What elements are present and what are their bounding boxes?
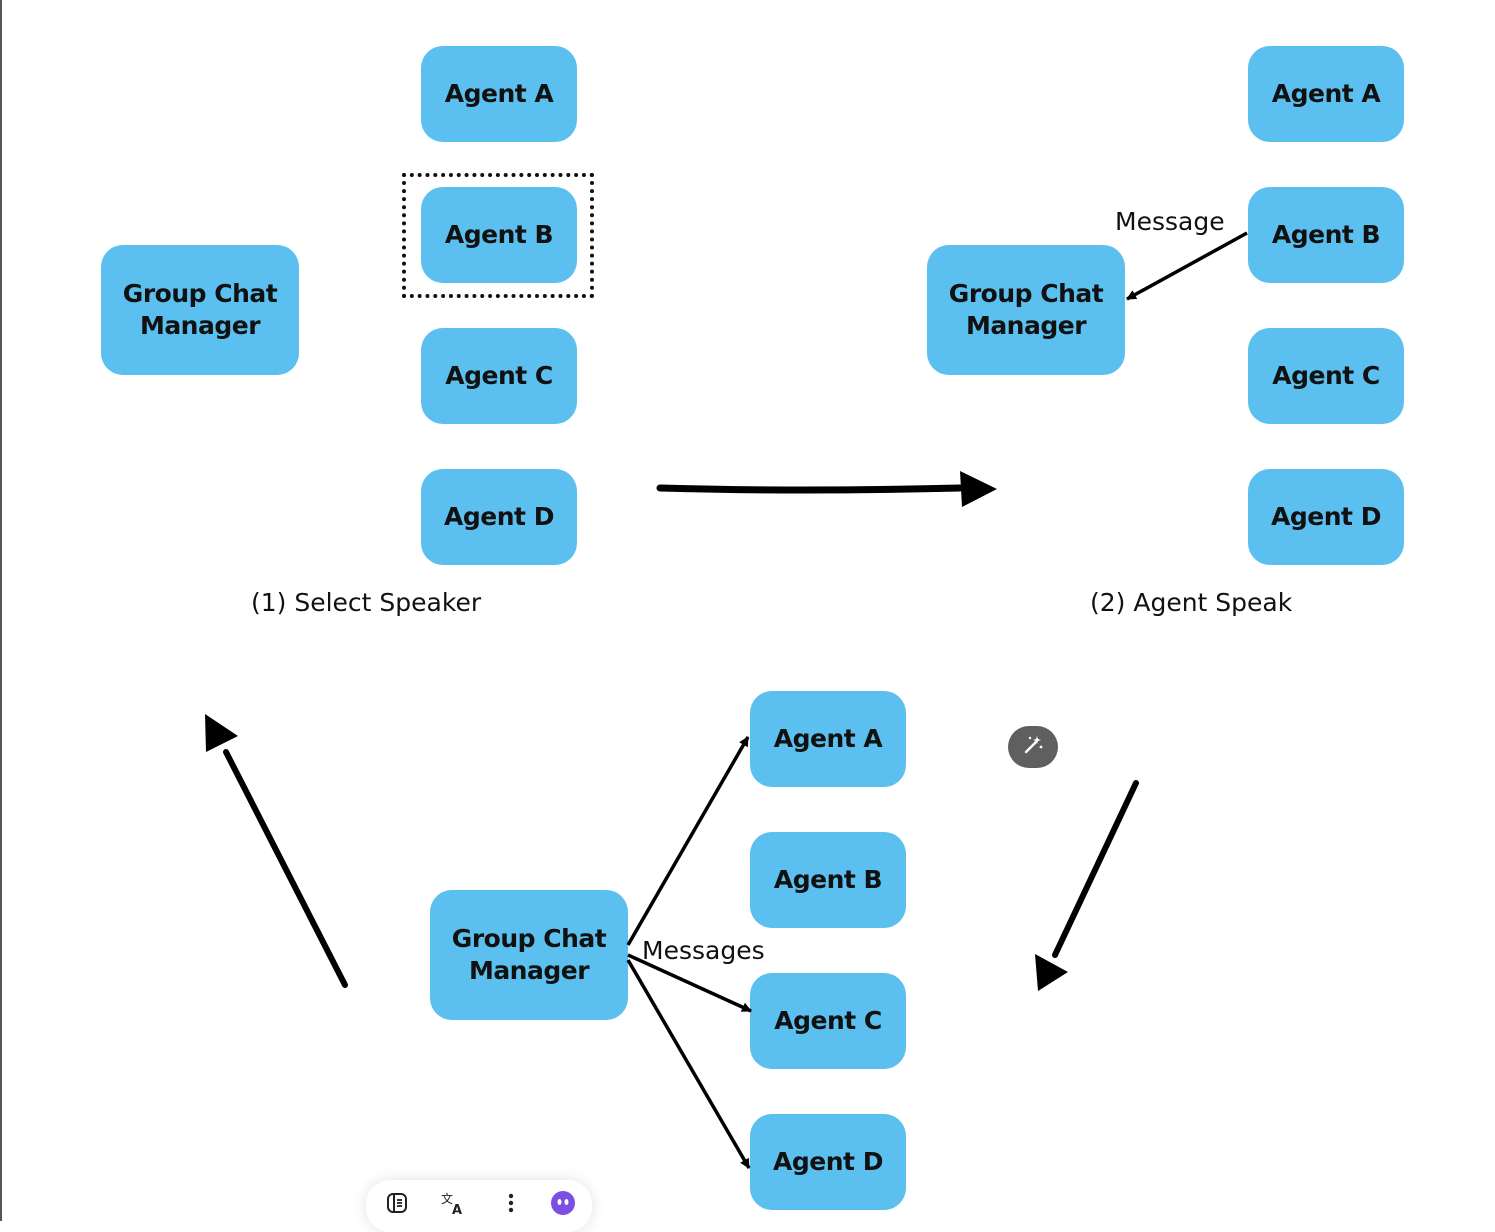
magic-wand-icon	[1022, 734, 1044, 761]
panel-caption: (2) Agent Speak	[1090, 588, 1293, 617]
svg-text:文: 文	[441, 1191, 453, 1206]
agent-b-node: Agent B	[1248, 187, 1404, 283]
agent-c-node: Agent C	[750, 973, 906, 1069]
message-edge-label: Message	[1115, 207, 1225, 236]
message-arrow-agent-b-to-manager	[1126, 231, 1248, 301]
agent-a-node: Agent A	[750, 691, 906, 787]
flow-arrow-step2-to-step3	[1052, 780, 1139, 958]
broadcast-arrow-to-agent-a	[626, 736, 750, 946]
translate-icon[interactable]: 文 A	[438, 1188, 468, 1218]
selected-speaker-highlight	[402, 173, 594, 298]
magic-edit-button[interactable]	[1008, 726, 1058, 768]
flow-arrowhead-right	[960, 471, 997, 507]
agent-b-node: Agent B	[421, 187, 577, 283]
group-chat-manager-node: Group Chat Manager	[101, 245, 299, 375]
agent-c-node: Agent C	[1248, 328, 1404, 424]
agent-d-node: Agent D	[1248, 469, 1404, 565]
manager-label-line-1: Group Chat	[451, 924, 607, 953]
manager-label-line-1: Group Chat	[948, 279, 1104, 308]
manager-label-line-1: Group Chat	[122, 279, 278, 308]
manager-label-line-2: Manager	[965, 311, 1087, 340]
agent-a-node: Agent A	[1248, 46, 1404, 142]
more-vertical-icon[interactable]	[496, 1188, 526, 1218]
group-chat-manager-node: Group Chat Manager	[927, 245, 1125, 375]
broadcast-arrow-to-agent-c	[627, 953, 752, 1013]
sidebar-icon[interactable]	[382, 1188, 412, 1218]
flow-arrowhead-down	[1035, 954, 1068, 991]
floating-toolbar: 文 A	[366, 1180, 592, 1232]
panel-caption: (1) Select Speaker	[251, 588, 482, 617]
agent-d-node: Agent D	[750, 1114, 906, 1210]
flow-arrow-step1-to-step2	[656, 484, 964, 494]
agent-c-node: Agent C	[421, 328, 577, 424]
agent-a-node: Agent A	[421, 46, 577, 142]
window-left-border	[0, 0, 2, 1221]
svg-text:A: A	[452, 1203, 462, 1216]
broadcast-arrow-to-agent-d	[626, 959, 751, 1169]
flow-arrowhead-up	[205, 714, 238, 752]
manager-label-line-2: Manager	[139, 311, 261, 340]
agent-d-node: Agent D	[421, 469, 577, 565]
agent-b-node: Agent B	[750, 832, 906, 928]
group-chat-manager-node: Group Chat Manager	[430, 890, 628, 1020]
assistant-icon[interactable]	[548, 1188, 578, 1218]
manager-label-line-2: Manager	[468, 956, 590, 985]
flow-arrow-step3-to-step1	[223, 749, 348, 988]
messages-edge-label: Messages	[642, 936, 765, 965]
